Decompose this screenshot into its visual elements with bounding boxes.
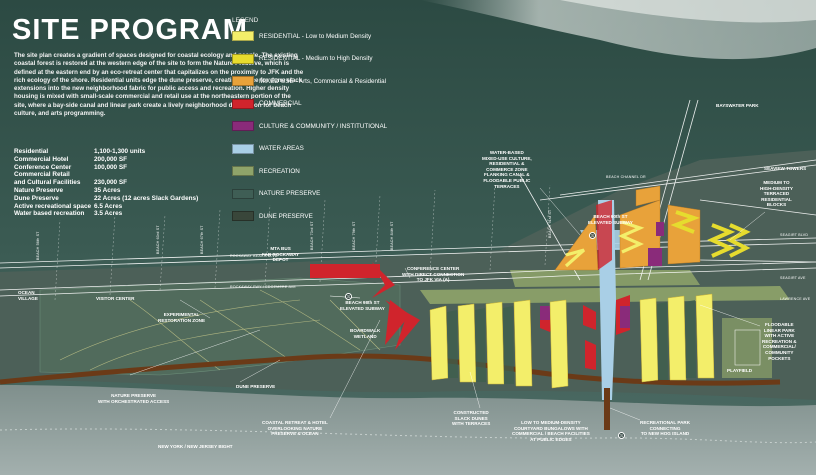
program-row: Dune Preserve 22 Acres (12 acres Slack Ga… bbox=[14, 195, 224, 203]
annotation-visitor-center: VISITOR CENTER bbox=[96, 296, 135, 301]
program-value: 1,100-1,300 units bbox=[94, 148, 146, 155]
annotation-seaview: SEAVIEW TOWERS bbox=[764, 166, 807, 171]
legend-label: WATER AREAS bbox=[259, 145, 304, 153]
legend-label: RESIDENTIAL - Low to Medium Density bbox=[259, 32, 372, 40]
legend-swatch bbox=[232, 143, 254, 154]
program-value: 6.5 Acres bbox=[94, 202, 123, 210]
subway-station-icon: S bbox=[345, 293, 352, 300]
annotation-ny-nj-bight: NEW YORK / NEW JERSEY BIGHT bbox=[158, 444, 233, 449]
road-lawrence: LAWRENCE AVE bbox=[780, 297, 811, 301]
program-row: Water based recreation 3.5 Acres bbox=[14, 210, 224, 218]
legend-item: RESIDENTIAL - Low to Medium Density bbox=[232, 30, 412, 42]
road-beach-channel: BEACH CHANNEL DR bbox=[606, 175, 646, 179]
road-beach-73: BEACH 73rd ST bbox=[310, 221, 314, 250]
program-table: Residential 1,100-1,300 units Commercial … bbox=[14, 148, 224, 218]
legend-label: NATURE PRESERVE bbox=[259, 190, 321, 198]
program-name: Water based recreation bbox=[14, 210, 85, 218]
road-seagirt: SEAGIRT BLVD bbox=[780, 233, 809, 237]
legend-swatch bbox=[232, 211, 254, 222]
legend-label: DUNE PRESERVE bbox=[259, 212, 313, 220]
program-row: Residential 1,100-1,300 units bbox=[14, 148, 224, 156]
program-row: and Cultural Facilities 230,000 SF bbox=[14, 179, 224, 187]
road-beach-84: BEACH 84th ST bbox=[390, 221, 394, 250]
subway-station-icon: S bbox=[618, 432, 625, 439]
legend-label: CULTURE & COMMUNITY / INSTITUTIONAL bbox=[259, 122, 388, 130]
legend-swatch bbox=[232, 76, 254, 87]
legend-item: RECREATION bbox=[232, 165, 412, 177]
road-beach-79: BEACH 79th ST bbox=[352, 221, 356, 250]
program-name: Dune Preserve bbox=[14, 194, 59, 202]
legend-item: MIXED USE - Arts, Commercial & Residenti… bbox=[232, 75, 412, 87]
legend-label: RECREATION bbox=[259, 167, 300, 175]
program-name: Commercial Hotel bbox=[14, 155, 69, 163]
road-beach-67: BEACH 67th ST bbox=[200, 225, 204, 254]
legend-item: DUNE PRESERVE bbox=[232, 210, 412, 222]
program-row: Commercial Hotel 200,000 SF bbox=[14, 156, 224, 164]
program-value: 22 Acres (12 acres Slack Gardens) bbox=[94, 194, 199, 202]
legend-item: CULTURE & COMMUNITY / INSTITUTIONAL bbox=[232, 120, 412, 132]
legend: LEGEND RESIDENTIAL - Low to Medium Densi… bbox=[232, 17, 412, 232]
road-beach-56: BEACH 56th ST bbox=[36, 231, 40, 260]
program-name: Residential bbox=[14, 148, 49, 155]
annotation-bayswater: BAYSWATER PARK bbox=[716, 103, 759, 108]
annotation-dune-preserve: DUNE PRESERVE bbox=[236, 384, 276, 389]
legend-swatch bbox=[232, 31, 254, 42]
legend-label: COMMERCIAL bbox=[259, 100, 302, 108]
legend-item: COMMERCIAL bbox=[232, 97, 412, 109]
road-beach-91: BEACH 91st ST bbox=[548, 209, 552, 238]
program-value: 230,000 SF bbox=[94, 179, 128, 187]
program-value: 100,000 SF bbox=[94, 163, 128, 171]
program-row: Commercial Retail bbox=[14, 171, 224, 179]
program-name: Nature Preserve bbox=[14, 186, 64, 194]
legend-swatch bbox=[232, 121, 254, 132]
road-beach-63: BEACH 63rd ST bbox=[156, 225, 160, 254]
page-title: SITE PROGRAM bbox=[12, 14, 248, 46]
road-seagirt-ave: SEAGIRT AVE bbox=[780, 276, 806, 280]
program-name: Commercial Retail bbox=[14, 171, 70, 179]
subway-station-icon: S bbox=[589, 232, 596, 239]
legend-label: MIXED USE - Arts, Commercial & Residenti… bbox=[259, 77, 387, 85]
legend-item: WATER AREAS bbox=[232, 142, 412, 154]
legend-item: NATURE PRESERVE bbox=[232, 187, 412, 199]
program-name: Active recreational space bbox=[14, 202, 92, 210]
site-description: The site plan creates a gradient of spac… bbox=[14, 52, 304, 118]
legend-swatch bbox=[232, 53, 254, 64]
program-value: 3.5 Acres bbox=[94, 210, 123, 218]
legend-title: LEGEND bbox=[232, 17, 259, 24]
program-name: and Cultural Facilities bbox=[14, 179, 81, 187]
annotation-playfield: PLAYFIELD bbox=[727, 368, 753, 373]
legend-label: RESIDENTIAL - Medium to High Density bbox=[259, 55, 373, 63]
program-value: 200,000 SF bbox=[94, 155, 128, 163]
program-name: Conference Center bbox=[14, 163, 72, 171]
legend-swatch bbox=[232, 188, 254, 199]
road-rockaway-fwy: ROCKAWAY FWY / EDGEMERE AVE bbox=[230, 285, 296, 289]
program-row: Conference Center 100,000 SF bbox=[14, 164, 224, 172]
legend-swatch bbox=[232, 166, 254, 177]
program-value: 35 Acres bbox=[94, 186, 121, 194]
program-row: Nature Preserve 35 Acres bbox=[14, 187, 224, 195]
legend-item: RESIDENTIAL - Medium to High Density bbox=[232, 52, 412, 64]
legend-swatch bbox=[232, 98, 254, 109]
road-rockaway-blvd: ROCKAWAY BEACH BLVD bbox=[230, 254, 278, 258]
program-value bbox=[94, 171, 224, 179]
